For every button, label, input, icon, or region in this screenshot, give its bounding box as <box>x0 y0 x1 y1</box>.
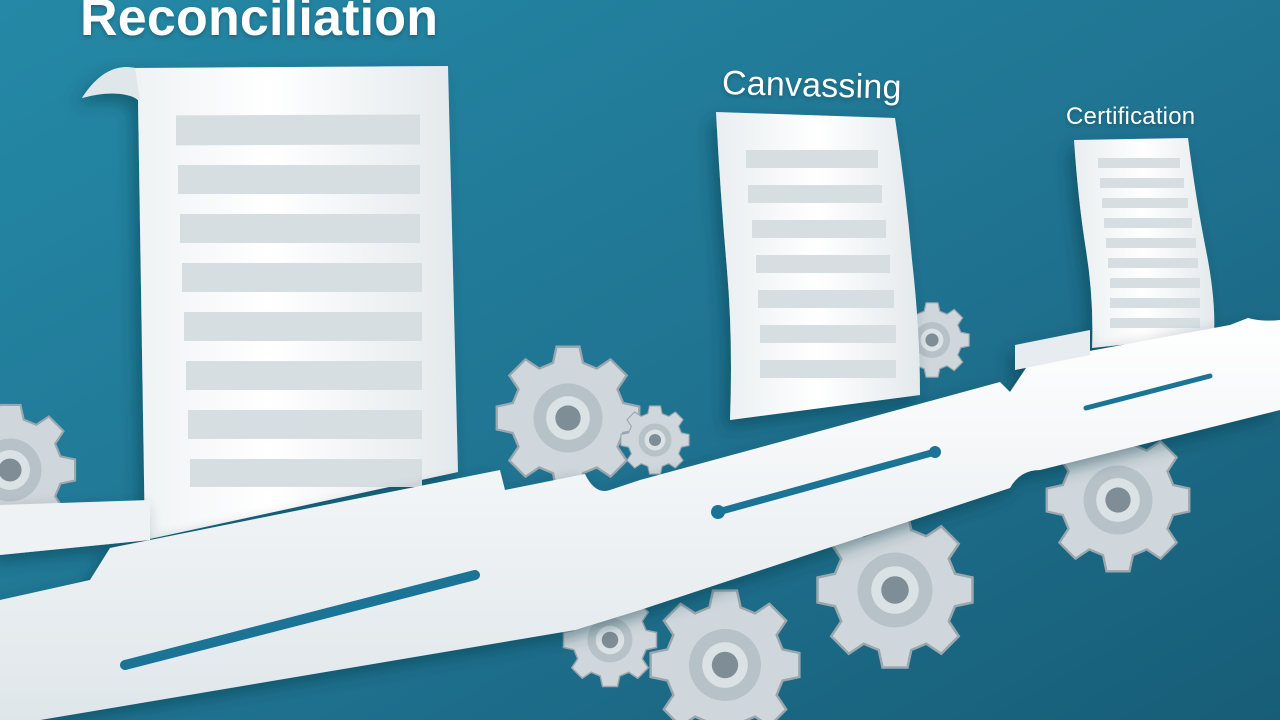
document-icon <box>716 112 920 420</box>
progress-line <box>711 446 941 519</box>
gear-icon <box>495 345 641 491</box>
gear-icon <box>649 589 801 720</box>
progress-line <box>1083 373 1213 411</box>
label-certification: Certification <box>1066 103 1196 130</box>
label-canvassing: Canvassing <box>721 64 903 107</box>
progress-line <box>120 570 480 670</box>
document-icon <box>82 66 458 540</box>
label-reconciliation: Reconciliation <box>80 0 439 47</box>
gear-icon <box>620 405 690 475</box>
document-icon <box>1074 138 1215 348</box>
